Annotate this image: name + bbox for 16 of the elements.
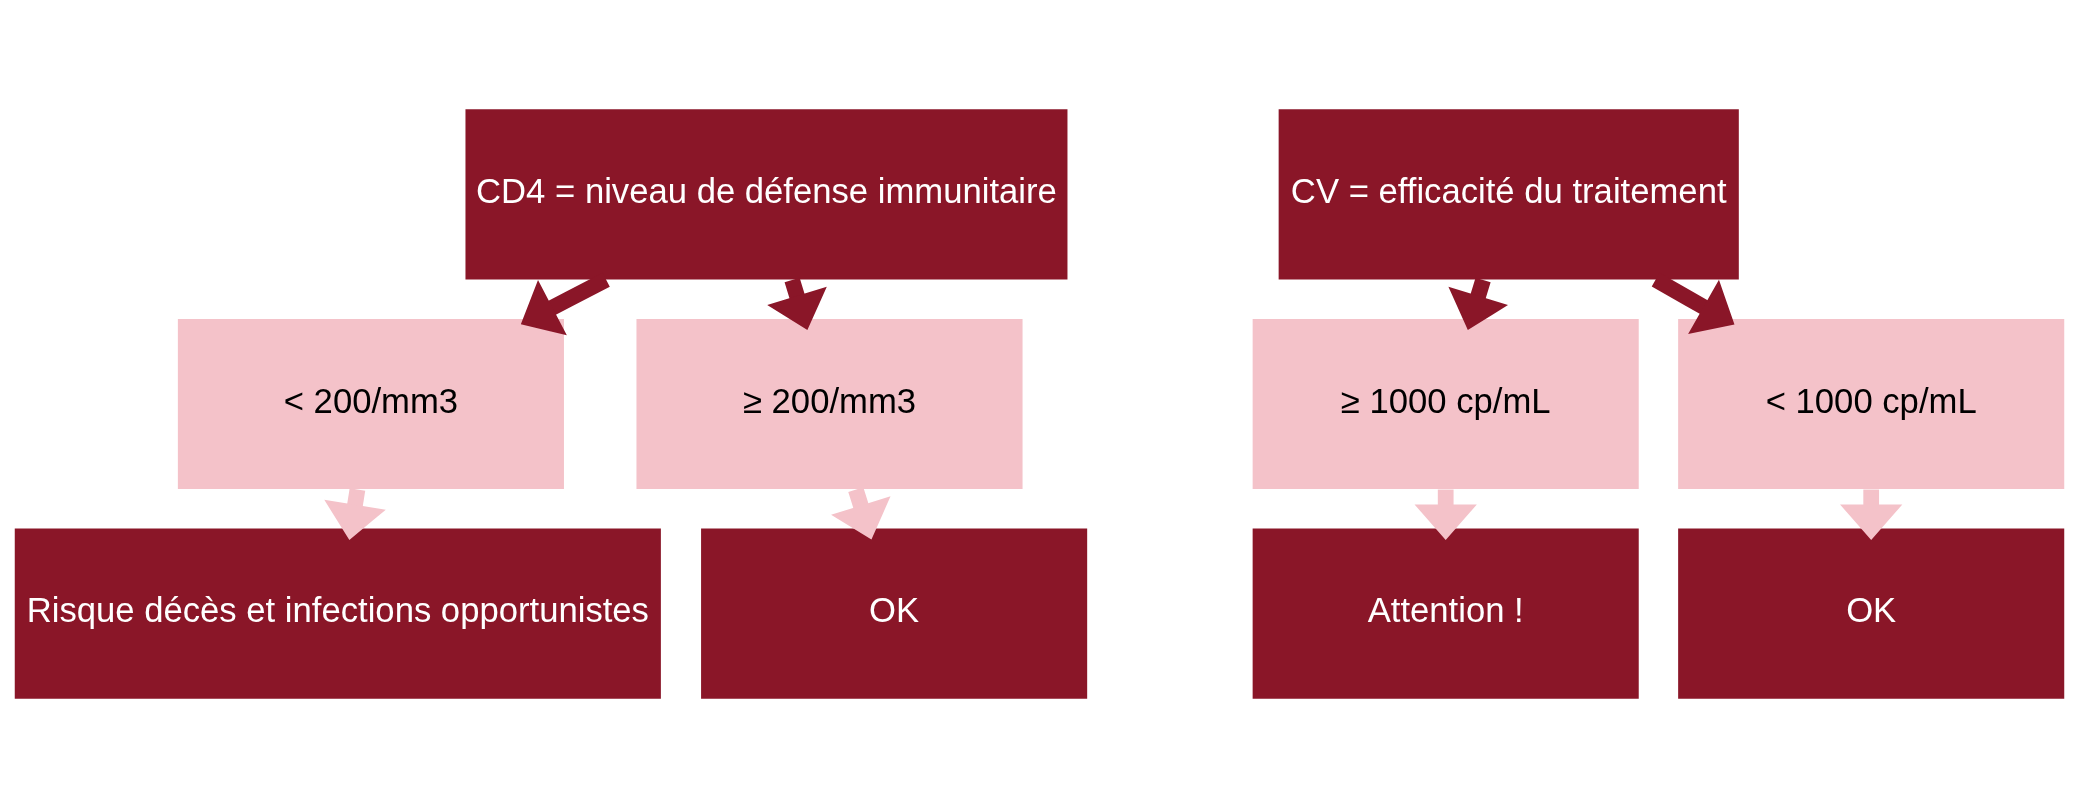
arrow xyxy=(1840,489,1903,540)
node-box: < 200/mm3 xyxy=(177,318,564,489)
node-box: CV = efficacité du traitement xyxy=(1278,108,1739,279)
node-box: ≥ 200/mm3 xyxy=(636,318,1023,489)
node-box: Risque décès et infections opportunistes xyxy=(14,528,661,699)
arrow xyxy=(1448,277,1508,330)
node-box: ≥ 1000 cp/mL xyxy=(1252,318,1639,489)
node-box: < 1000 cp/mL xyxy=(1678,318,2065,489)
node-box: CD4 = niveau de défense immunitaire xyxy=(465,108,1068,279)
arrow xyxy=(324,487,386,540)
arrow xyxy=(831,486,891,540)
arrow xyxy=(1414,489,1477,540)
node-box: Attention ! xyxy=(1252,528,1639,699)
node-box: OK xyxy=(701,528,1088,699)
node-box: OK xyxy=(1678,528,2065,699)
arrow xyxy=(767,277,827,330)
